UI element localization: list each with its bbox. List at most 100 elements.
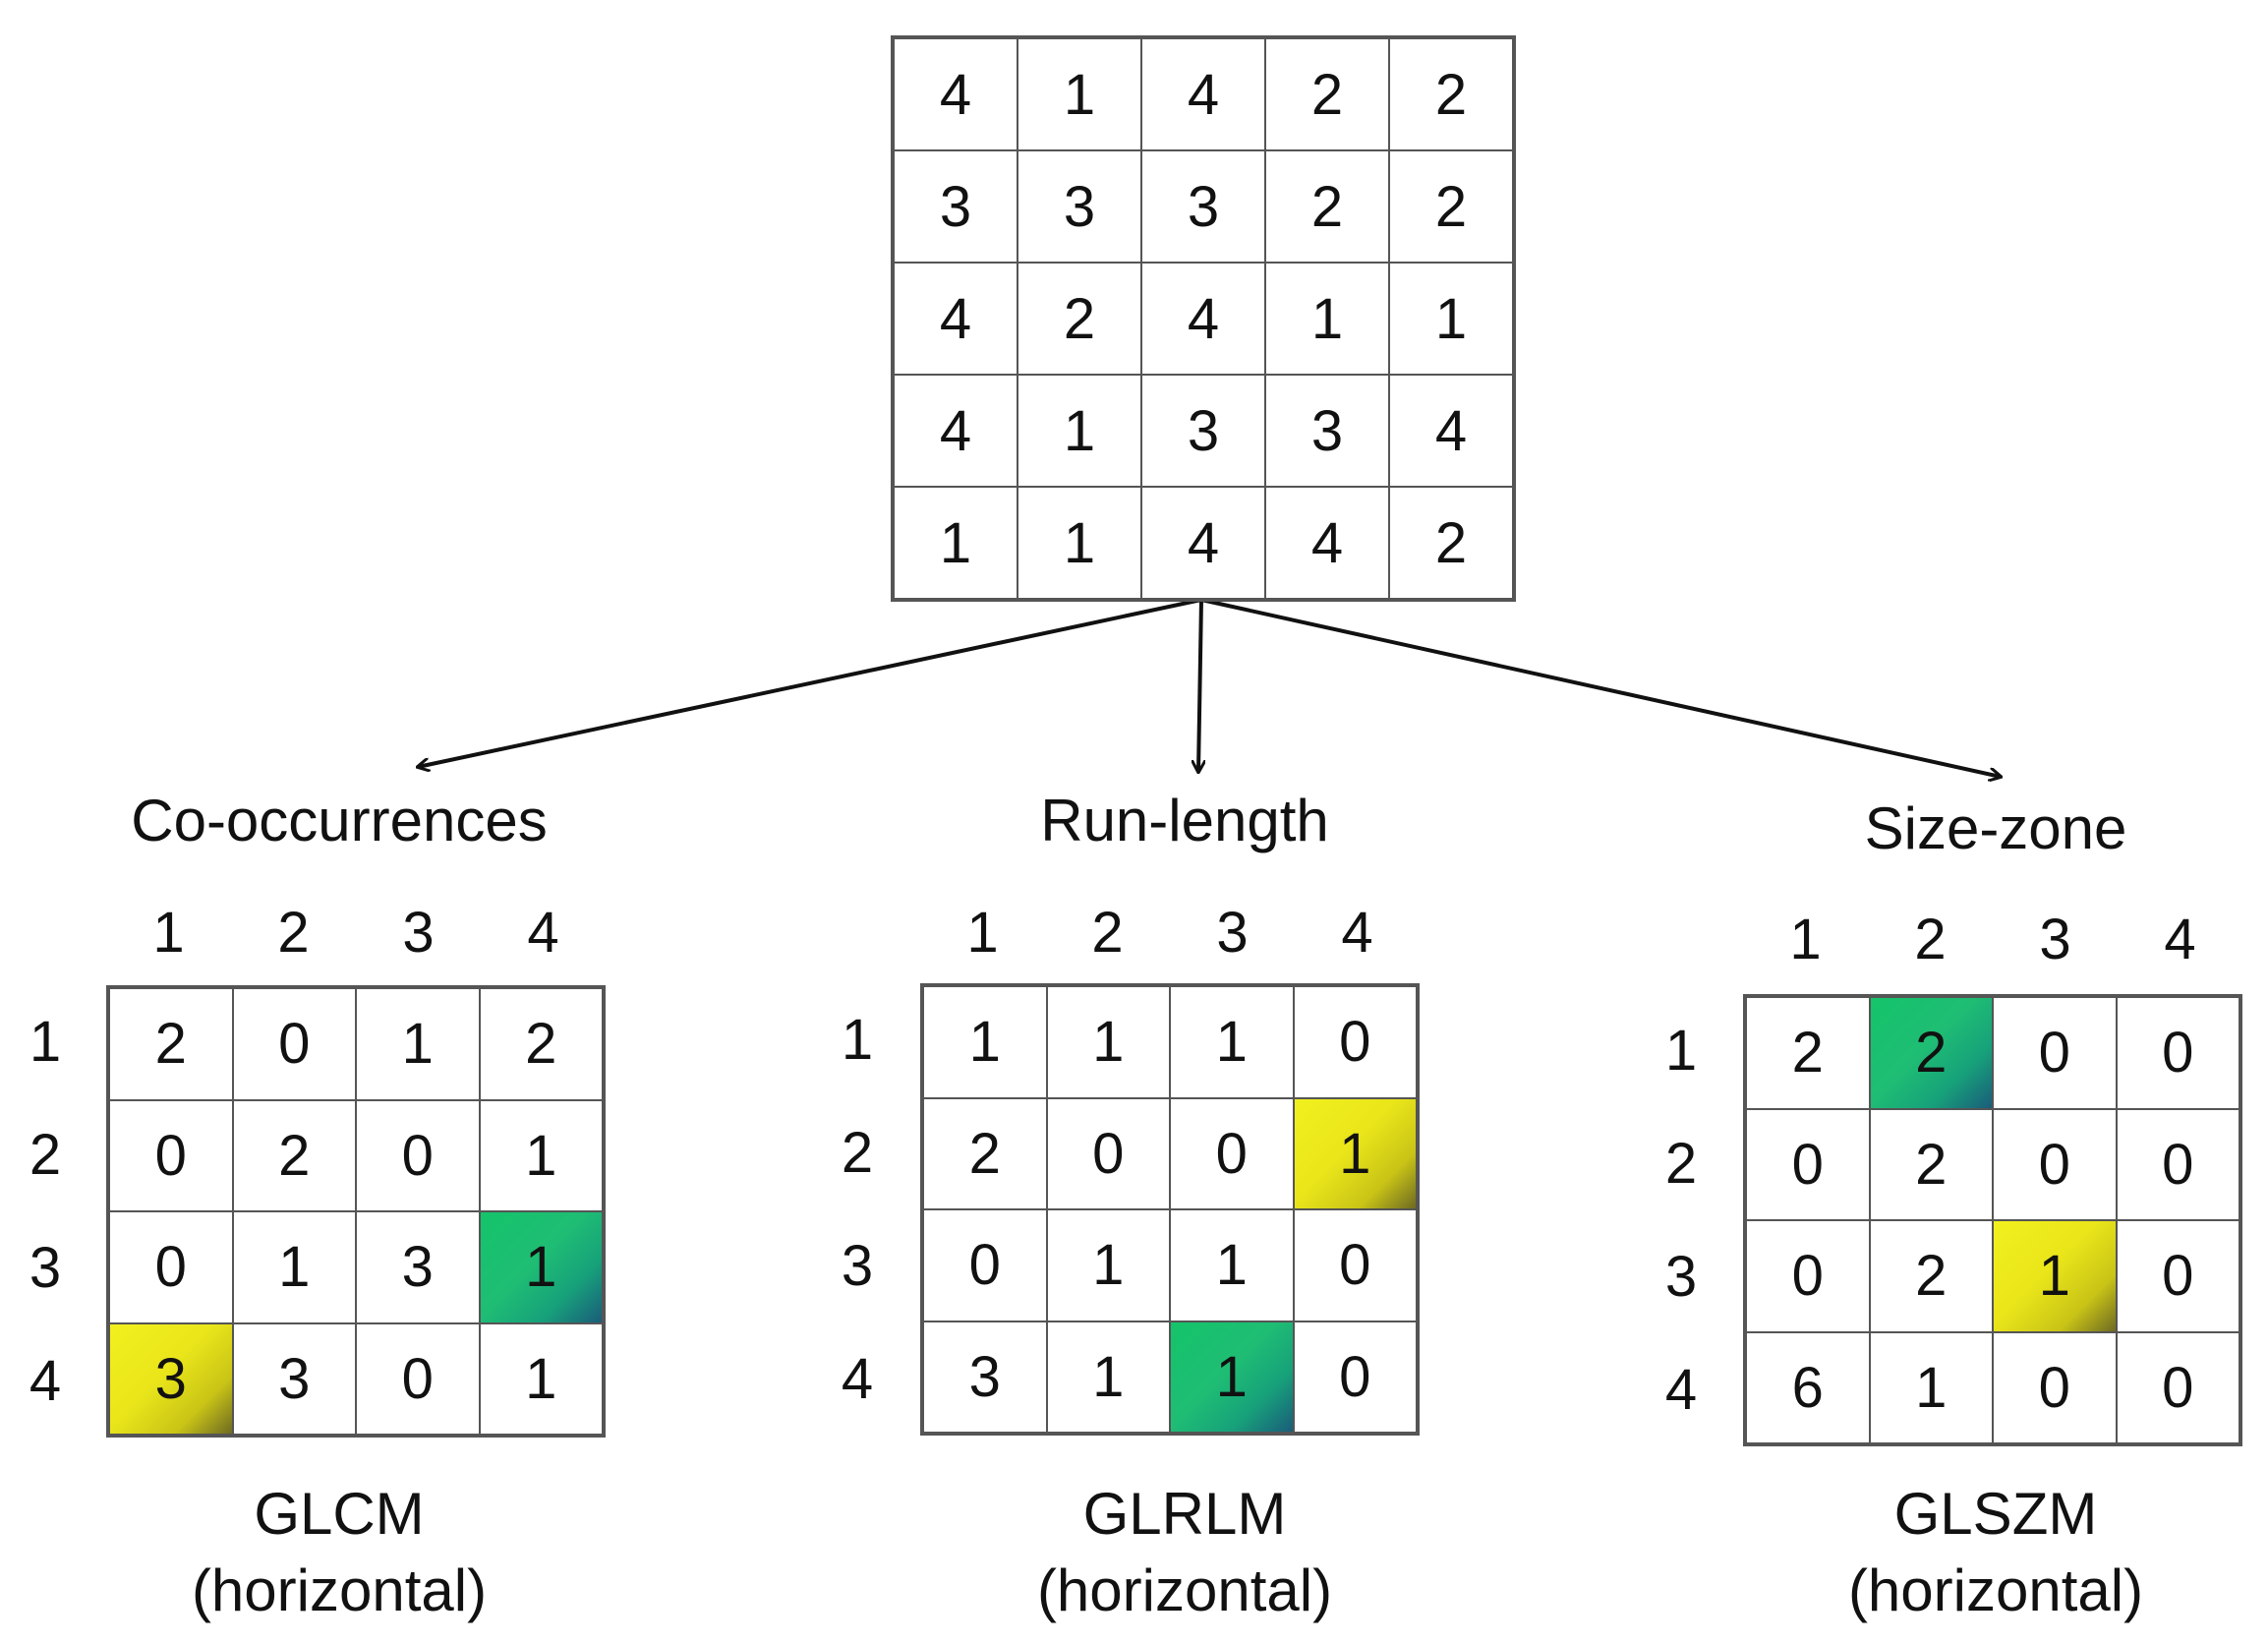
- source-cell: 2: [1018, 263, 1141, 375]
- source-cell: 4: [894, 38, 1018, 150]
- row-label: 4: [841, 1346, 874, 1411]
- glrlm-subtitle: (horizontal): [1036, 1557, 1333, 1623]
- column-label: 2: [277, 901, 310, 965]
- row-label: 1: [1664, 1018, 1698, 1083]
- source-cell: 2: [1265, 150, 1389, 263]
- source-cell: 4: [1389, 375, 1513, 487]
- source-cell: 1: [1018, 487, 1141, 599]
- matrix-cell: 6: [1746, 1331, 1870, 1443]
- column-label: 3: [1216, 901, 1249, 965]
- matrix-cell: 0: [1746, 1108, 1870, 1220]
- arrow-to-glcm: [418, 598, 1202, 767]
- matrix-cell: 2: [109, 988, 233, 1100]
- highlighted-cell: 2: [1869, 997, 1993, 1109]
- source-cell: 1: [1018, 38, 1141, 150]
- matrix-cell: 2: [479, 988, 603, 1100]
- matrix-cell: 0: [2116, 1108, 2239, 1220]
- matrix-cell: 0: [1746, 1220, 1870, 1332]
- column-label: 4: [1341, 901, 1373, 965]
- matrix-cell: 1: [356, 988, 480, 1100]
- source-cell: 1: [1265, 263, 1389, 375]
- row-label: 1: [841, 1007, 874, 1072]
- matrix-cell: 0: [356, 1322, 480, 1435]
- source-cell: 3: [1265, 375, 1389, 487]
- source-cell: 3: [1018, 150, 1141, 263]
- matrix-cell: 0: [232, 988, 356, 1100]
- row-label: 4: [1664, 1357, 1698, 1422]
- source-cell: 4: [1265, 487, 1389, 599]
- matrix-cell: 1: [1170, 986, 1294, 1098]
- row-label: 2: [29, 1122, 62, 1187]
- matrix-cell: 1: [1046, 986, 1170, 1098]
- glcm-title: Co-occurrences: [131, 788, 548, 853]
- matrix-cell: 0: [2116, 1331, 2239, 1443]
- row-label: 3: [841, 1233, 874, 1298]
- matrix-cell: 1: [232, 1211, 356, 1323]
- row-label: 3: [29, 1235, 62, 1300]
- glszm-title: Size-zone: [1864, 795, 2127, 861]
- row-label: 2: [1664, 1131, 1698, 1196]
- matrix-cell: 0: [1293, 986, 1417, 1098]
- matrix-cell: 0: [2116, 1220, 2239, 1332]
- matrix-cell: 0: [356, 1099, 480, 1211]
- column-label: 4: [527, 901, 559, 965]
- glszm-subtitle: (horizontal): [1847, 1557, 2144, 1623]
- matrix-cell: 1: [923, 986, 1047, 1098]
- matrix-cell: 0: [1170, 1097, 1294, 1209]
- column-label: 2: [1091, 901, 1124, 965]
- column-label: 1: [1789, 908, 1822, 971]
- matrix-cell: 0: [1993, 1331, 2117, 1443]
- matrix-cell: 1: [1046, 1321, 1170, 1433]
- matrix-cell: 1: [1170, 1209, 1294, 1321]
- row-label: 1: [29, 1009, 62, 1074]
- highlighted-cell: 1: [479, 1211, 603, 1323]
- matrix-cell: 2: [232, 1099, 356, 1211]
- matrix-cell: 2: [923, 1097, 1047, 1209]
- source-cell: 1: [894, 487, 1018, 599]
- column-label: 3: [2039, 908, 2071, 971]
- highlighted-cell: 3: [109, 1322, 233, 1435]
- matrix-cell: 2: [1746, 997, 1870, 1109]
- row-label: 4: [29, 1348, 62, 1413]
- source-cell: 2: [1389, 150, 1513, 263]
- arrow-to-glrlm: [1198, 599, 1201, 772]
- source-cell: 3: [1141, 150, 1265, 263]
- matrix-cell: 1: [1046, 1209, 1170, 1321]
- matrix-cell: 0: [1993, 997, 2117, 1109]
- source-cell: 1: [1018, 375, 1141, 487]
- matrix-cell: 0: [923, 1209, 1047, 1321]
- column-label: 4: [2164, 908, 2196, 971]
- matrix-cell: 2: [1869, 1220, 1993, 1332]
- matrix-cell: 0: [1046, 1097, 1170, 1209]
- matrix-cell: 1: [479, 1099, 603, 1211]
- matrix-cell: 0: [1293, 1209, 1417, 1321]
- matrix-cell: 0: [1293, 1321, 1417, 1433]
- matrix-cell: 1: [479, 1322, 603, 1435]
- source-cell: 4: [1141, 38, 1265, 150]
- column-label: 3: [402, 901, 435, 965]
- row-label: 2: [841, 1120, 874, 1185]
- highlighted-cell: 1: [1993, 1220, 2117, 1332]
- source-cell: 4: [1141, 263, 1265, 375]
- glrlm-title: Run-length: [1040, 788, 1329, 853]
- source-cell: 3: [894, 150, 1018, 263]
- matrix-cell: 0: [2116, 997, 2239, 1109]
- matrix-cell: 2: [1869, 1108, 1993, 1220]
- glszm-name: GLSZM: [1893, 1481, 2098, 1547]
- matrix-cell: 3: [923, 1321, 1047, 1433]
- source-cell: 2: [1389, 38, 1513, 150]
- arrow-to-glszm: [1200, 598, 2001, 777]
- source-cell: 2: [1265, 38, 1389, 150]
- glrlm-name: GLRLM: [1082, 1481, 1287, 1547]
- highlighted-cell: 1: [1170, 1321, 1294, 1433]
- column-label: 1: [152, 901, 185, 965]
- row-label: 3: [1664, 1244, 1698, 1309]
- highlighted-cell: 1: [1293, 1097, 1417, 1209]
- source-cell: 3: [1141, 375, 1265, 487]
- source-cell: 4: [894, 375, 1018, 487]
- matrix-cell: 0: [109, 1099, 233, 1211]
